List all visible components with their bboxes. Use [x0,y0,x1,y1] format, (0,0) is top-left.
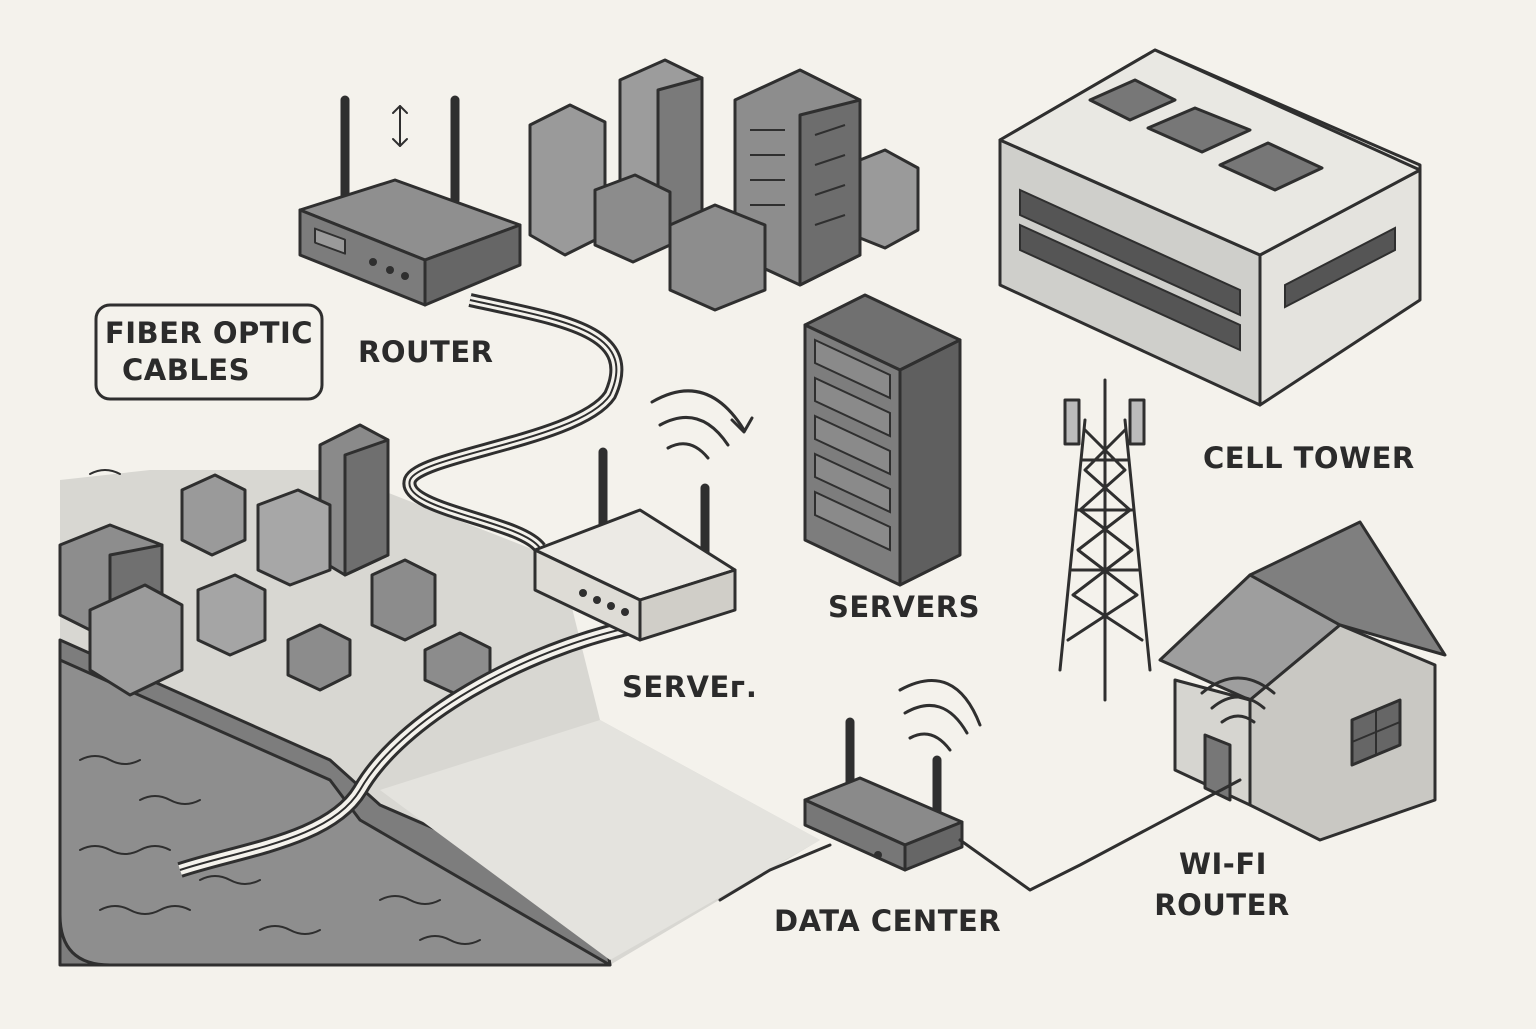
house [1158,520,1447,842]
house-wifi-icon [1200,676,1276,724]
city-skyline [528,58,920,312]
data-center-router [803,717,964,872]
cell-tower-label: CELL TOWER [1203,441,1415,475]
wireless-signal-icon [650,389,754,460]
cell-tower [1058,378,1152,702]
server-router-device [533,447,737,642]
office-building [998,48,1422,407]
data-center-wifi-icon [898,679,982,752]
network-links [718,778,1242,902]
server-rack [803,293,962,587]
wifi-router-label-line1: WI-FI [1179,847,1267,881]
fiber-optic-cables [177,293,642,878]
wifi-router-label-line2: ROUTER [1154,888,1289,922]
fiber-optic-label-line1: FIBER OPTIC [105,316,313,350]
data-center-label: DATA CENTER [774,904,1001,938]
servers-label: SERVERS [828,590,980,624]
server-label: SERVEᴦ. [622,670,757,704]
beach-area [380,720,820,960]
updown-arrow-icon [392,105,408,147]
wave-lines [79,469,481,945]
router-device [298,95,522,307]
coastal-buildings [58,423,492,697]
fiber-optic-label-box: FIBER OPTIC CABLES [94,303,324,401]
fiber-optic-label-line2: CABLES [122,353,250,387]
router-label: ROUTER [358,335,493,369]
